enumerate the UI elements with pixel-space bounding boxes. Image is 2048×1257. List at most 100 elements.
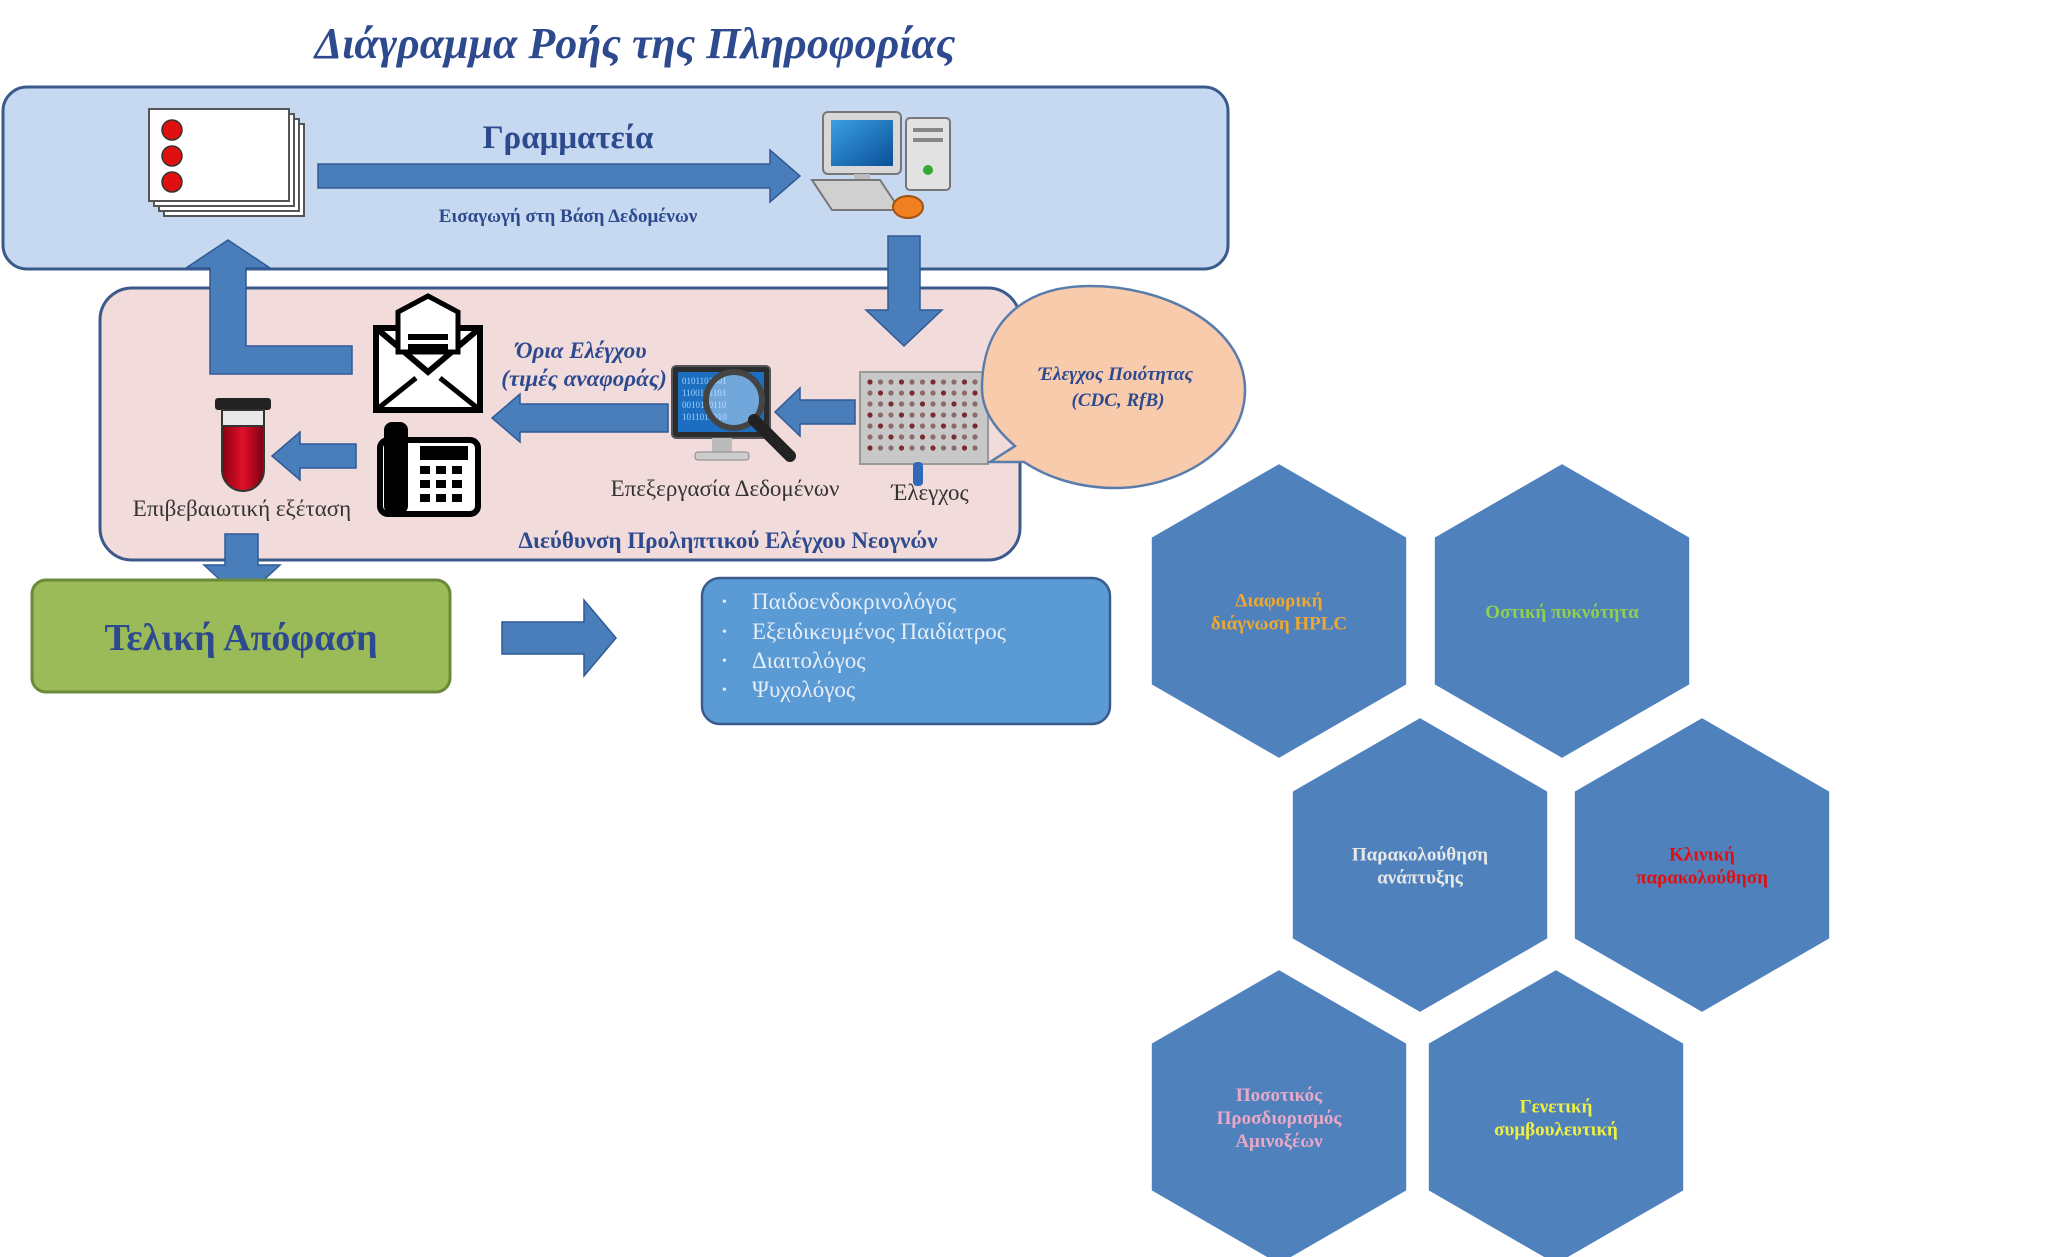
specialist-bullet: • [722,625,727,640]
arrow-to-database [317,148,802,204]
plate-well [972,390,978,396]
plate-well [972,401,978,407]
service-hexagon-label: ανάπτυξης [1377,868,1464,889]
plate-well [961,412,968,418]
forms-stack-icon [148,108,305,217]
plate-well [919,412,926,418]
arrow-to-specialists [501,597,617,679]
service-hexagon-label: Ποσοτικός [1236,1085,1323,1106]
service-hexagon-label: Προσδιορισμός [1217,1108,1343,1129]
specialist-bullet: • [722,683,727,698]
plate-well [930,412,936,418]
plate-well [919,379,926,385]
plate-well [919,445,926,451]
plate-well [951,401,957,407]
plate-well [940,379,947,385]
plate-well [940,401,947,407]
data-processing-icon: 0101101001 1100101101 0010110110 1011010… [671,365,796,462]
service-hexagon-label: διάγνωση HPLC [1211,614,1347,635]
specialists-list: • Παιδοενδοκρινολόγος • Εξειδικευμένος Π… [722,589,1006,702]
plate-well [961,379,968,385]
service-hexagon-label: Αμινοξέων [1235,1131,1323,1152]
plate-well [898,412,905,418]
plate-well [888,434,894,440]
plate-well [867,390,873,396]
specialist-item: Ψυχολόγος [752,677,855,702]
final-decision-box [30,578,452,694]
plate-well [940,390,947,396]
plate-well [867,379,873,385]
plate-well [898,379,905,385]
plate-well [940,445,947,451]
secretariat-label: Γραμματεία [483,120,654,156]
plate-well [888,423,894,429]
plate-well [888,445,894,451]
plate-well [867,412,873,418]
service-hexagon-label: Διαφορική [1235,591,1322,612]
quality-control-label: Έλεγχος Ποιότητας (CDC, RfB) [1037,364,1197,411]
arrow-to-processing [773,386,856,438]
specialist-item: Παιδοενδοκρινολόγος [752,589,956,614]
plate-well [961,401,968,407]
quality-control-line-1: Έλεγχος Ποιότητας [1037,364,1193,385]
plate-well [867,445,873,451]
arrow-to-confirmatory [270,430,357,482]
plate-well [888,412,894,418]
control-limits-label: Όρια Ελέγχου (τιμές αναφοράς) [501,338,667,391]
plate-well [877,401,884,407]
plate-well [930,445,936,451]
plate-well [919,390,926,396]
specialist-bullet: • [722,654,727,669]
plate-well [961,434,968,440]
plate-well [951,379,957,385]
plate-well [888,390,894,396]
plate-well [930,379,936,385]
computer-icon [810,111,951,219]
plate-well [877,412,884,418]
plate-well [930,434,936,440]
plate-well [877,434,884,440]
arrow-to-test [864,235,944,348]
processing-label: Επεξεργασία Δεδομένων [611,476,840,501]
plate-well [909,390,915,396]
plate-well [961,423,968,429]
svg-text:1011010010: 1011010010 [682,412,727,422]
plate-well [930,401,936,407]
specialists-box [700,576,1112,726]
diagram-title: Διάγραμμα Ροής της Πληροφορίας [313,19,956,68]
plate-well [940,434,947,440]
arrow-back-to-secretariat [183,239,353,375]
final-decision-label: Τελική Απόφαση [104,617,377,659]
specialist-item: Διαιτολόγος [752,648,865,673]
plate-well [919,401,926,407]
plate-well [877,379,884,385]
plate-well [930,390,936,396]
plate-well [951,423,957,429]
service-hexagon [1572,715,1832,1015]
service-hexagon [1426,967,1686,1257]
plate-well [877,423,884,429]
plate-well [898,423,905,429]
database-entry-caption: Εισαγωγή στη Βάση Δεδομένων [439,206,698,227]
plate-well [909,412,915,418]
plate-well [972,445,978,451]
service-hexagon-label: Παρακολούθηση [1352,845,1488,866]
service-hexagon [1290,715,1550,1015]
specialist-item: Εξειδικευμένος Παιδίατρος [752,619,1006,644]
telephone-icon [377,422,481,517]
plate-well [972,379,978,385]
plate-well [919,423,926,429]
plate-well [940,423,947,429]
service-hexagon [1149,967,1409,1257]
service-hexagon-label: Γενετική [1520,1097,1593,1118]
plate-well [867,401,873,407]
plate-well [888,401,894,407]
plate-well [940,412,947,418]
plate-well [898,390,905,396]
service-hexagon-label: Οστική πυκνότητα [1485,602,1639,623]
plate-well [909,423,915,429]
test-label: Έλεγχος [890,480,968,505]
plate-well [877,390,884,396]
